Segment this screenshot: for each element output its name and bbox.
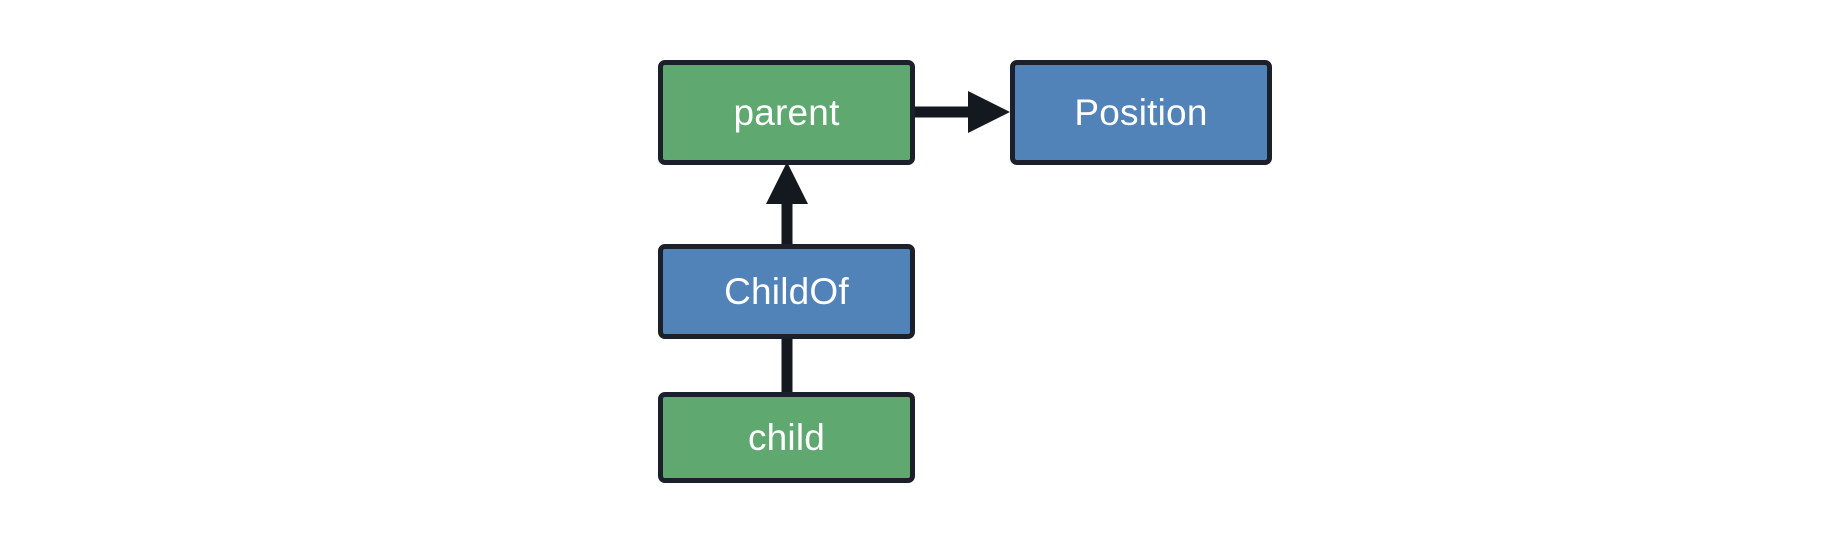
edge-parent-to-position [915,91,1010,133]
node-child-label: child [747,417,826,458]
node-position-label: Position [1074,92,1208,133]
node-childof-label: ChildOf [724,271,849,312]
node-position[interactable]: Position [1010,60,1272,165]
node-parent-label: parent [733,92,840,133]
node-childof[interactable]: ChildOf [658,244,915,339]
node-parent[interactable]: parent [658,60,915,165]
edge-childof-to-parent [766,162,808,244]
node-child[interactable]: child [658,392,915,483]
